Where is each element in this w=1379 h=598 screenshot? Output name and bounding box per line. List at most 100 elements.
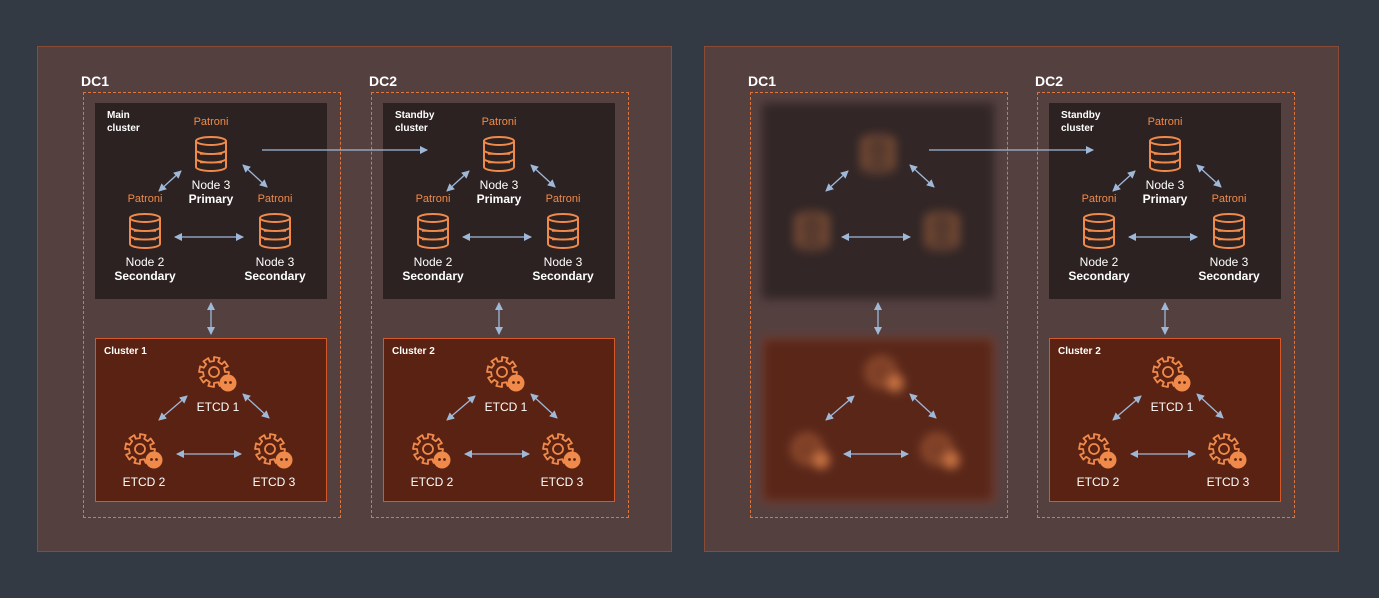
etcd-3-label: ETCD 3: [1206, 475, 1250, 489]
right-dc1-label: DC1: [748, 73, 777, 89]
left-dc2-arrow-top-right: [530, 164, 556, 188]
gear-icon: [254, 433, 293, 469]
right-dc2-etcd-arrow-right: [1196, 393, 1224, 419]
patroni-label: Patroni: [1147, 116, 1183, 128]
left-dc2-etcd-arrow-right: [530, 393, 558, 419]
node-top-role: Primary: [1142, 192, 1188, 206]
left-dc1-arrow-top-left: [158, 170, 182, 192]
right-dc2-etcd-arrow-left: [1112, 395, 1142, 421]
database-icon: [483, 136, 515, 172]
database-icon: [259, 213, 291, 249]
left-dc2-etcd-arrow-left: [446, 395, 476, 421]
node-top-role: Primary: [476, 192, 522, 206]
left-dc2-arrow-top-left: [446, 170, 470, 192]
left-dc1-etcd-cluster-box: Cluster 1 ETCD 1 ETCD 2 ETCD 3: [95, 338, 327, 502]
gear-icon: [412, 433, 451, 469]
left-dc1-arrow-top-right: [242, 164, 268, 188]
database-icon: [547, 213, 579, 249]
etcd-3-label: ETCD 3: [252, 475, 296, 489]
patroni-label: Patroni: [415, 193, 451, 205]
etcd-1-label: ETCD 1: [484, 400, 528, 414]
left-dc2-frame: [371, 92, 629, 518]
database-icon: [1149, 136, 1181, 172]
database-icon: [417, 213, 449, 249]
gear-icon: [1078, 433, 1117, 469]
node-left-role: Secondary: [1068, 269, 1130, 283]
gear-icon: [1152, 356, 1191, 392]
right-dc2-label: DC2: [1035, 73, 1064, 89]
right-dc1-arrow-top-left: [825, 170, 849, 192]
right-dc1-etcd-arrow-left: [825, 395, 855, 421]
right-dc1-patroni-cluster-box: [762, 103, 994, 299]
left-dc2-etcd-cluster-box: Cluster 2 ETCD 1 ETCD 2 ETCD 3: [383, 338, 615, 502]
gear-icon: [791, 433, 830, 469]
left-dc1-etcd-arrow-left: [158, 395, 188, 421]
patroni-label: Patroni: [1211, 193, 1247, 205]
gear-icon: [124, 433, 163, 469]
database-icon: [796, 213, 828, 249]
etcd-box-title: Cluster 2: [392, 346, 435, 357]
etcd-2-label: ETCD 2: [410, 475, 454, 489]
node-left-role: Secondary: [402, 269, 464, 283]
gear-icon: [1208, 433, 1247, 469]
gear-icon: [486, 356, 525, 392]
patroni-label: Patroni: [1081, 193, 1117, 205]
database-icon: [1083, 213, 1115, 249]
right-dc1-arrow-top-right: [909, 164, 935, 188]
etcd-2-label: ETCD 2: [1076, 475, 1120, 489]
etcd-3-label: ETCD 3: [540, 475, 584, 489]
etcd-box-title: Cluster 1: [104, 346, 147, 357]
right-dc1-etcd-arrow-right: [909, 393, 937, 419]
patroni-label: Patroni: [545, 193, 581, 205]
patroni-label: Patroni: [193, 116, 229, 128]
patroni-label: Patroni: [257, 193, 293, 205]
database-icon: [1213, 213, 1245, 249]
left-dc1-frame: [83, 92, 341, 518]
patroni-label: Patroni: [127, 193, 163, 205]
left-dc2-label: DC2: [369, 73, 398, 89]
etcd-1-label: ETCD 1: [196, 400, 240, 414]
etcd-1-label: ETCD 1: [1150, 400, 1194, 414]
patroni-label: Patroni: [481, 116, 517, 128]
node-top-role: Primary: [188, 192, 234, 206]
node-right-role: Secondary: [244, 269, 306, 283]
database-icon: [129, 213, 161, 249]
node-right-role: Secondary: [1198, 269, 1260, 283]
node-right-role: Secondary: [532, 269, 594, 283]
gear-icon: [921, 433, 960, 469]
node-left-role: Secondary: [114, 269, 176, 283]
database-icon: [862, 136, 894, 172]
etcd-box-title: Cluster 2: [1058, 346, 1101, 357]
right-dc1-etcd-cluster-box: [762, 338, 994, 502]
left-dc1-etcd-arrow-right: [242, 393, 270, 419]
right-dc2-etcd-cluster-box: Cluster 2 ETCD 1 ETCD 2 ETCD 3: [1049, 338, 1281, 502]
database-icon: [926, 213, 958, 249]
right-dc1-frame: [750, 92, 1008, 518]
right-dc2-frame: [1037, 92, 1295, 518]
right-dc2-arrow-top-right: [1196, 164, 1222, 188]
gear-icon: [198, 356, 237, 392]
gear-icon: [865, 356, 904, 392]
etcd-2-label: ETCD 2: [122, 475, 166, 489]
left-dc1-label: DC1: [81, 73, 110, 89]
right-dc2-arrow-top-left: [1112, 170, 1136, 192]
gear-icon: [542, 433, 581, 469]
database-icon: [195, 136, 227, 172]
